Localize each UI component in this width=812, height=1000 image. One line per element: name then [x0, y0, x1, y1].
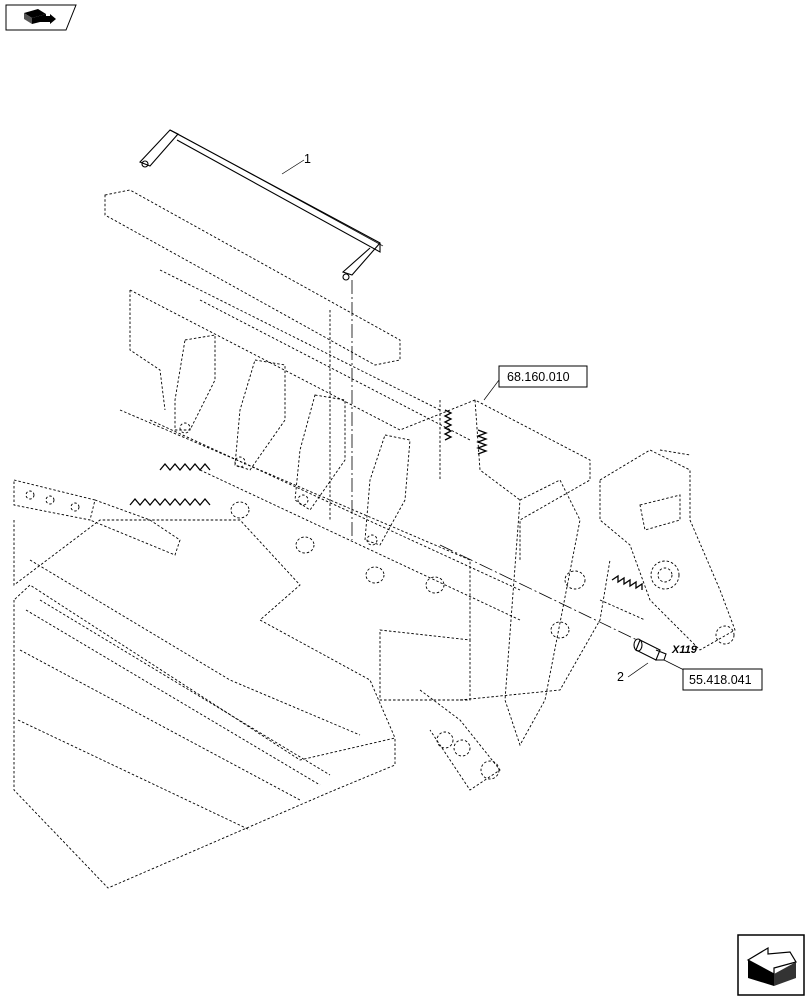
- reference-text-55-418-041: 55.418.041: [689, 673, 752, 687]
- ref-b-leader: [663, 659, 685, 671]
- floor-plate: [13, 519, 396, 889]
- ref-a-leader: [483, 379, 500, 401]
- assembly-guide-lines: [351, 280, 638, 641]
- view-orientation-icon: [5, 4, 77, 31]
- item-2-callout: 2: [617, 670, 624, 684]
- side-cover: [504, 449, 736, 747]
- item-2-leader: [627, 662, 649, 678]
- item-2-connector: [633, 638, 667, 661]
- reference-box-68-160-010[interactable]: [498, 365, 588, 388]
- reference-box-55-418-041[interactable]: [682, 668, 763, 691]
- next-page-arrow-icon[interactable]: [737, 934, 805, 996]
- item-1-leader: [281, 159, 305, 175]
- reference-text-68-160-010: 68.160.010: [507, 370, 570, 384]
- item-1-handle: [139, 129, 384, 281]
- springs: [129, 409, 643, 590]
- connector-label-x119: X119: [671, 644, 698, 656]
- rollers: [230, 501, 586, 780]
- item-1-callout: 1: [304, 152, 311, 166]
- lift-arms: [174, 334, 411, 546]
- main-frame: [104, 189, 611, 791]
- left-rail: [13, 479, 181, 556]
